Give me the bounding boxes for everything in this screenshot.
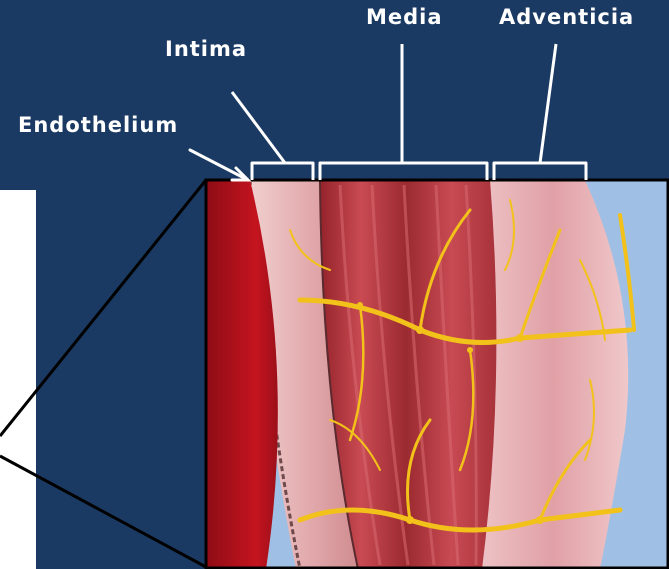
adventicia-label: Adventicia (499, 5, 634, 29)
endothelium-label: Endothelium (18, 113, 178, 137)
zoom-line-bottom (0, 456, 206, 567)
intima-bracket (252, 163, 313, 180)
intima-leader (232, 92, 285, 163)
zoom-line-top (0, 180, 206, 436)
media-label: Media (366, 5, 443, 29)
media-bracket (320, 163, 487, 180)
adventicia-bracket (494, 163, 586, 180)
intima-label: Intima (165, 37, 247, 61)
endothelium-arrow (190, 150, 248, 180)
layer-brackets (232, 44, 586, 180)
adventicia-leader (540, 44, 556, 163)
tissue-illustration (206, 180, 669, 569)
